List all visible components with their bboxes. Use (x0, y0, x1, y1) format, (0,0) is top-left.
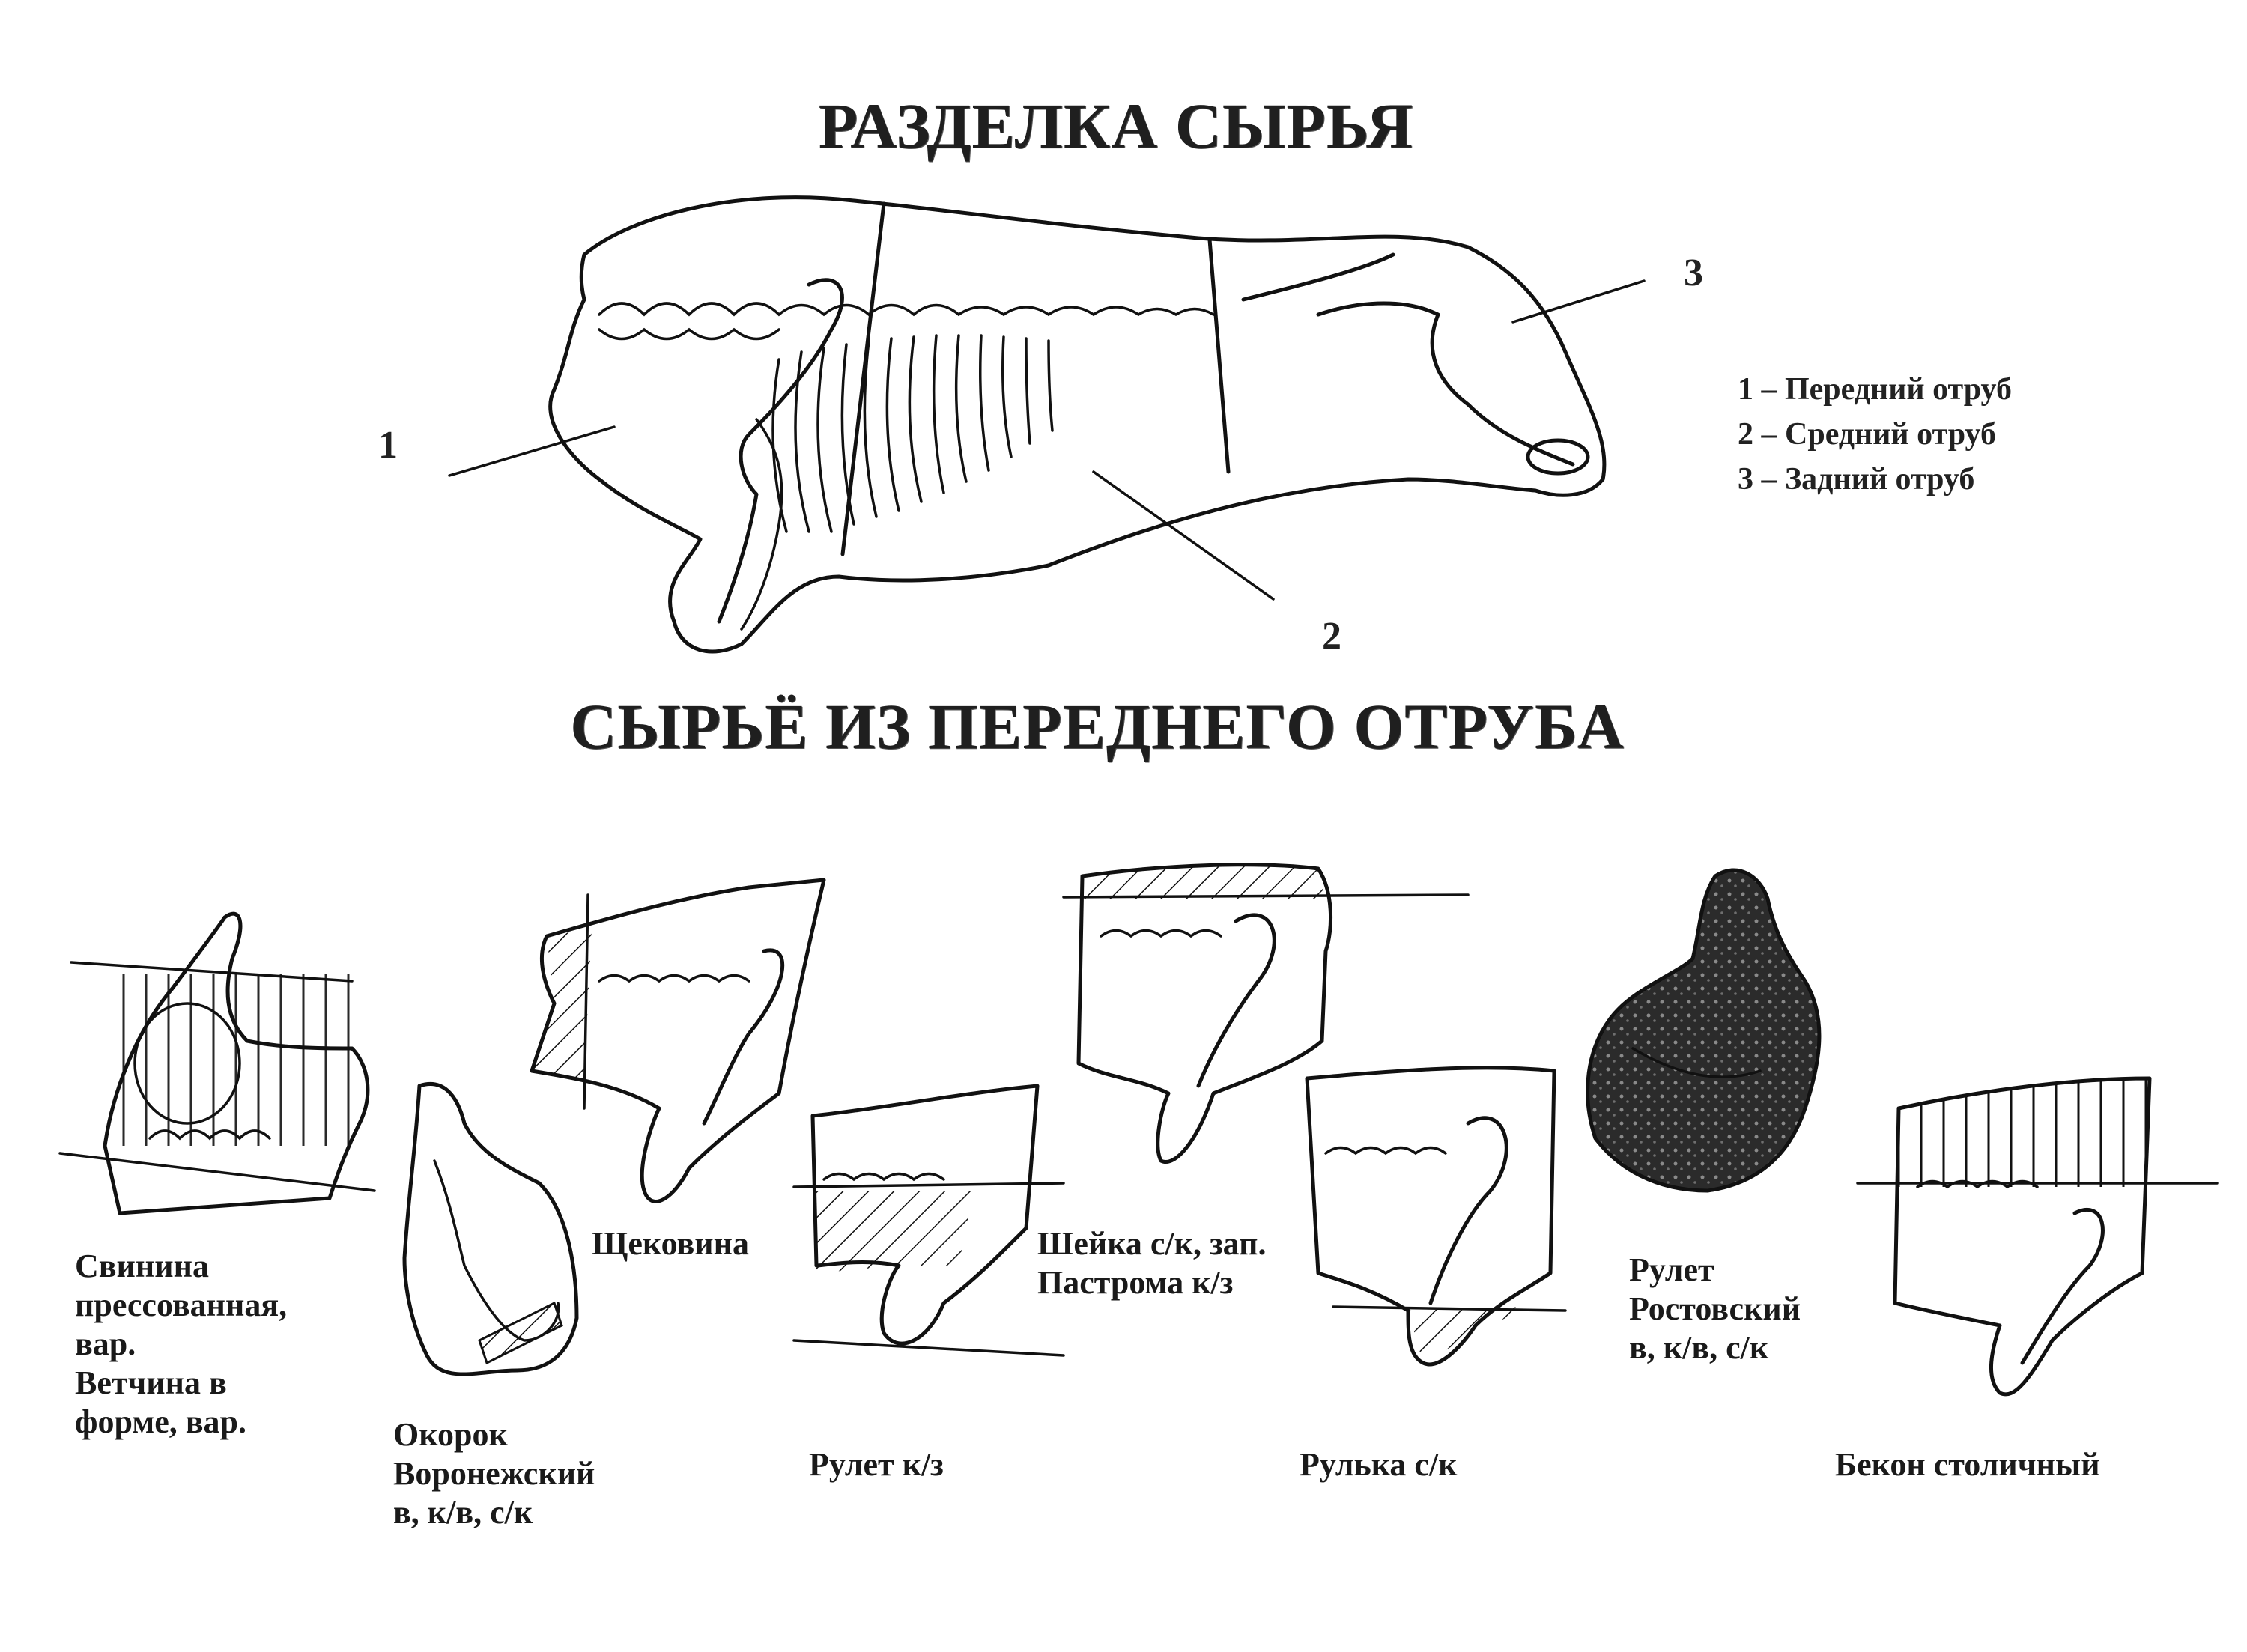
cut-bekon (1856, 1076, 2219, 1397)
cut-pressed-pork (58, 911, 376, 1215)
cut-sheika-pastroma (1062, 863, 1470, 1164)
caption-shchekovina: Щековина (592, 1225, 749, 1262)
caption-rulet-rostovsky: Рулет Ростовский в, к/в, с/к (1629, 1251, 1801, 1366)
cut-shchekovina (530, 878, 826, 1203)
legend-item-front: 1 – Передний отруб (1738, 372, 2012, 407)
cut-rulka (1305, 1066, 1567, 1367)
main-title: РАЗДЕЛКА СЫРЬЯ (818, 90, 1414, 162)
legend-item-middle: 2 – Средний отруб (1738, 417, 1996, 452)
cut-line-2 (1207, 237, 1231, 474)
caption-bekon: Бекон столичный (1835, 1446, 2100, 1483)
callout-3: 3 (1684, 252, 1703, 294)
caption-voronezh-ham: Окорок Воронежский в, к/в, с/к (393, 1416, 595, 1531)
legend-item-rear: 3 – Задний отруб (1738, 462, 1975, 496)
rulet-rostovsky-image (1586, 868, 1822, 1193)
cut-rulet-kz (792, 1084, 1065, 1357)
caption-sheika-pastroma: Шейка с/к, зап. Пастрома к/з (1037, 1225, 1267, 1301)
callout-1: 1 (378, 424, 398, 467)
caption-pressed-pork: Свинина прессованная, вар. Ветчина в фор… (75, 1248, 288, 1440)
cut-voronezh-ham (402, 1081, 579, 1376)
caption-rulet-kz: Рулет к/з (809, 1446, 944, 1483)
carcass-diagram (448, 195, 1646, 654)
callout-2: 2 (1322, 615, 1341, 658)
section-title: СЫРЬЁ ИЗ ПЕРЕДНЕГО ОТРУБА (570, 690, 1625, 762)
legend: 1 – Передний отруб 2 – Средний отруб 3 –… (1738, 367, 2012, 502)
caption-rulka: Рулька с/к (1300, 1446, 1458, 1483)
